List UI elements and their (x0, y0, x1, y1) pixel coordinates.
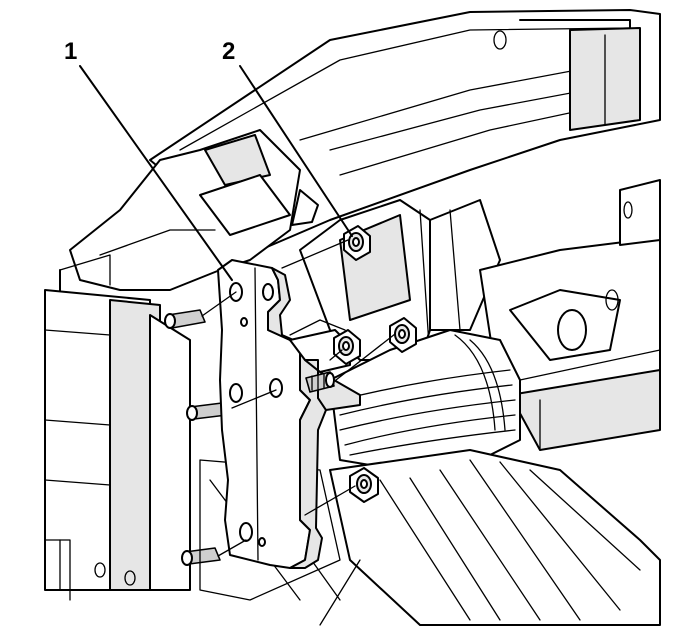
bracket-studs (305, 371, 335, 393)
callout-label-1: 1 (64, 38, 78, 65)
leader-line-2 (239, 65, 353, 237)
left-body-structure (59, 129, 319, 301)
callout-label-2: 2 (222, 38, 236, 65)
alignment-lines (201, 239, 396, 557)
left-side-panel (44, 289, 191, 601)
right-frame-structure (479, 179, 661, 451)
flange-nuts (333, 225, 417, 503)
leader-line-1 (79, 65, 233, 281)
callout-leaders (79, 65, 353, 281)
rubber-boot (329, 329, 521, 471)
mounting-bracket (217, 259, 327, 569)
